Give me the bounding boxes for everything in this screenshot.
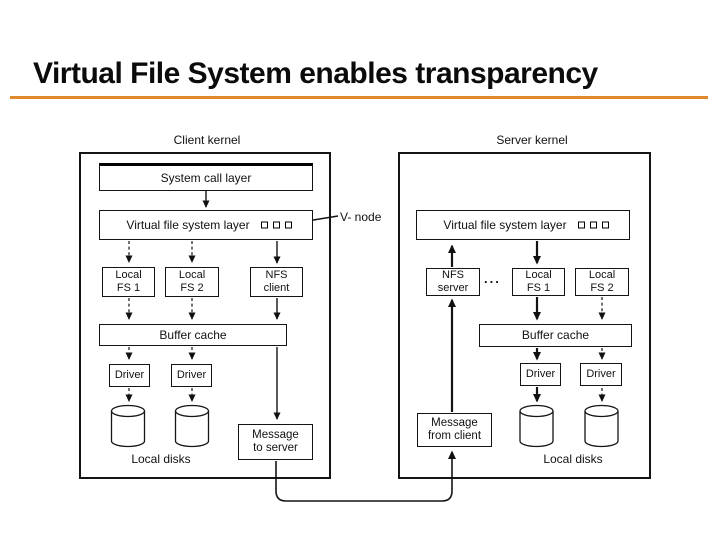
disk-cylinder-top: [174, 404, 210, 418]
client-kernel-label: Client kernel: [173, 133, 241, 147]
title-underline: [10, 96, 708, 99]
client-local-disks-label: Local disks: [131, 452, 191, 466]
page-title: Virtual File System enables transparency: [33, 57, 598, 90]
client-buffer-cache-box: Buffer cache: [99, 324, 287, 346]
server-driver2-box: Driver: [580, 363, 622, 386]
disk-cylinder: [584, 411, 619, 448]
vnode-square-icon: [273, 221, 280, 229]
nfs-client-box: NFS client: [250, 267, 303, 297]
system-call-layer-box: System call layer: [99, 163, 313, 191]
server-bold-arrows: [448, 241, 541, 412]
disk-cylinder-top: [110, 404, 146, 418]
client-vfs-layer-box: Virtual file system layer: [99, 210, 313, 240]
message-connector-arrow: [275, 450, 456, 502]
disk-cylinders: [110, 404, 619, 448]
vnode-square-icon: [578, 221, 585, 229]
vnode-square-icon: [602, 221, 609, 229]
server-local-disks-label: Local disks: [543, 452, 603, 466]
vnode-squares-icon: [261, 221, 292, 229]
server-kernel-label: Server kernel: [496, 133, 568, 147]
vnode-square-icon: [261, 221, 268, 229]
nfs-server-box: NFS server: [426, 268, 480, 296]
server-kernel-box: [398, 152, 651, 479]
ellipsis-dots: ...: [484, 271, 501, 286]
client-local-fs1-box: Local FS 1: [102, 267, 155, 297]
disk-cylinder-top: [584, 404, 619, 418]
server-driver1-box: Driver: [520, 363, 561, 386]
client-solid-arrows: [202, 191, 339, 420]
vnode-label: V- node: [340, 210, 382, 224]
client-local-fs2-box: Local FS 2: [165, 267, 219, 297]
server-vfs-layer-label: Virtual file system layer: [443, 217, 567, 232]
server-local-fs1-box: Local FS 1: [512, 268, 565, 296]
disk-cylinder-top: [519, 404, 554, 418]
client-driver2-box: Driver: [171, 364, 212, 387]
client-driver1-box: Driver: [109, 364, 150, 387]
message-to-server-box: Message to server: [238, 424, 313, 460]
vnode-square-icon: [285, 221, 292, 229]
disk-cylinder: [174, 411, 210, 448]
client-dashed-arrows: [125, 241, 196, 402]
disk-cylinder: [110, 411, 146, 448]
server-vfs-layer-box: Virtual file system layer: [416, 210, 630, 240]
disk-cylinder: [519, 411, 554, 448]
server-local-fs2-box: Local FS 2: [575, 268, 629, 296]
client-kernel-box: [79, 152, 331, 479]
vnode-squares-icon: [578, 221, 609, 229]
vnode-square-icon: [590, 221, 597, 229]
server-buffer-cache-box: Buffer cache: [479, 324, 632, 347]
message-from-client-box: Message from client: [417, 413, 492, 447]
client-vfs-layer-label: Virtual file system layer: [126, 217, 250, 232]
